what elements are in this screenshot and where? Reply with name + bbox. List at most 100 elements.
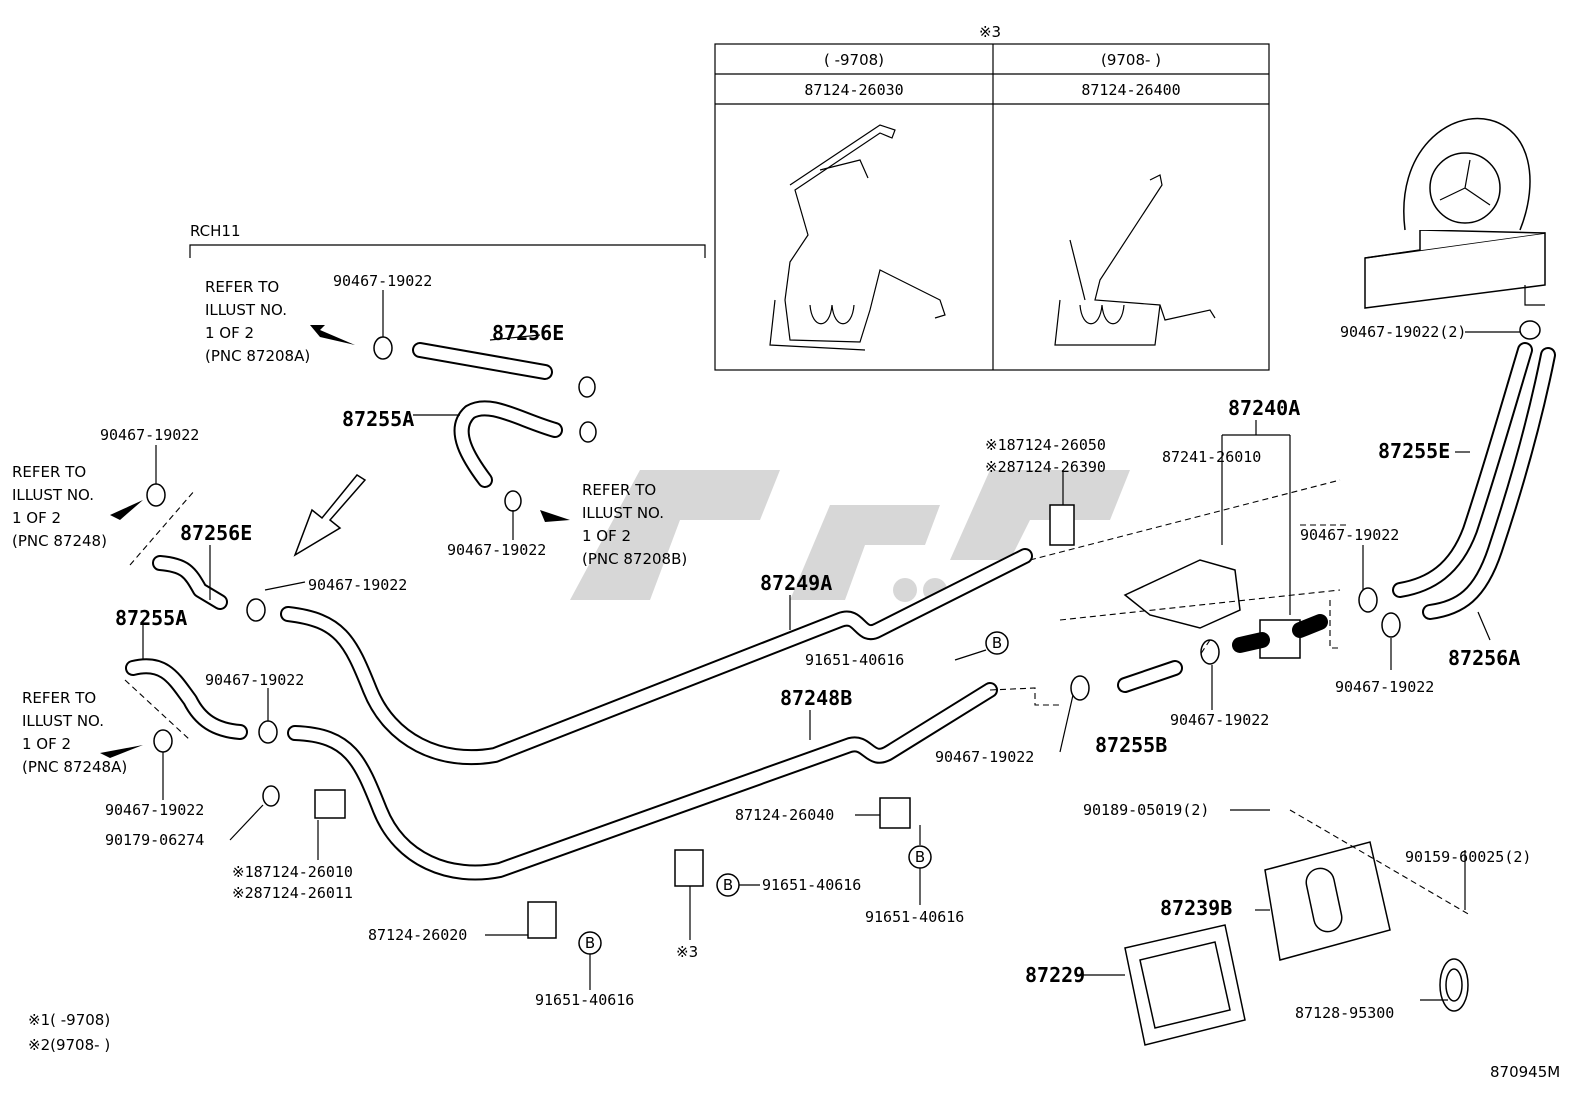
refer-text-2: REFER TO ILLUST NO. 1 OF 2 (PNC 87248) [12,463,107,550]
part-label: ※287124-26011 [232,884,353,902]
footnote-2: ※2(9708- ) [28,1036,110,1054]
clamp-icon [1358,587,1378,613]
part-label: 90467-19022 [1300,526,1399,544]
clamp-icon [1519,320,1541,340]
inset-frame [714,43,1270,371]
clamp-icon [579,421,597,443]
part-labels: 90467-19022 87256E 87255A 90467-19022 90… [100,272,1531,1022]
duct-87239B [1264,841,1391,961]
duct-87229 [1124,924,1246,1046]
clamp-icon [1381,612,1401,638]
part-label: ※187124-26010 [232,863,353,881]
part-label: 87241-26010 [1162,448,1261,466]
part-label: 87255A [115,606,187,630]
refer-arrows [100,325,570,758]
part-label: 90179-06274 [105,831,204,849]
inset-part-left: 87124-26030 [804,81,903,99]
bolt-markers: B B B B [578,631,1009,955]
refer-line: REFER TO [22,689,96,707]
clamp-icon [153,729,173,753]
refer-text-4: REFER TO ILLUST NO. 1 OF 2 (PNC 87248A) [22,689,127,776]
part-label: 90189-05019(2) [1083,801,1209,819]
clamp-icon [146,483,166,507]
part-label: 87255E [1378,439,1450,463]
hose-87255E [1392,342,1533,598]
bracket-drawing-right [1054,174,1216,346]
part-label: 90467-19022 [205,671,304,689]
bracket-icon [314,789,346,819]
part-label: 87255B [1095,733,1167,757]
inset-table: ※3 ( -9708) (9708- ) 87124-26030 87124-2… [714,23,1270,371]
water-valve-assembly [1123,559,1328,659]
inset-part-right: 87124-26400 [1081,81,1180,99]
bolt-mark-label: B [723,876,733,894]
part-label: ※287124-26390 [985,458,1106,476]
refer-line: REFER TO [205,278,279,296]
clamp-icon [246,598,266,622]
refer-line: ILLUST NO. [582,504,664,522]
refer-line: 1 OF 2 [205,324,254,342]
inset-range-right: (9708- ) [1101,51,1161,69]
part-label: 87255A [342,407,414,431]
hose-87255B [1117,660,1183,693]
refer-line: REFER TO [12,463,86,481]
refer-line: 1 OF 2 [582,527,631,545]
guide-lines [124,479,1471,916]
part-label: 90467-19022 [333,272,432,290]
refer-line: ILLUST NO. [12,486,94,504]
refer-text-1: REFER TO ILLUST NO. 1 OF 2 (PNC 87208A) [205,278,310,365]
clamp-icon [504,490,522,512]
refer-line: (PNC 87208B) [582,550,687,568]
refer-line: 1 OF 2 [22,735,71,753]
clamp-icon [578,376,596,398]
footnote-1: ※1( -9708) [28,1011,110,1029]
part-label: 87240A [1228,396,1300,420]
refer-line: (PNC 87208A) [205,347,310,365]
part-label: 90467-19022 [447,541,546,559]
clamp-icon [1070,675,1090,701]
refer-line: REFER TO [582,481,656,499]
part-label: ※187124-26050 [985,436,1106,454]
clamp-parts [146,320,1541,939]
refer-line: (PNC 87248A) [22,758,127,776]
part-label: 90467-19022 [308,576,407,594]
part-label: 90467-19022 [935,748,1034,766]
part-label: ※3 [676,943,698,961]
part-label: 90467-19022 [1170,711,1269,729]
part-label: 87128-95300 [1295,1004,1394,1022]
flow-arrow-icon [293,474,367,557]
part-label: 90467-19022(2) [1340,323,1466,341]
clamp-icon [258,720,278,744]
part-label: 91651-40616 [762,876,861,894]
bracket-icon [879,797,911,829]
bolt-marker-icon [985,631,1009,655]
bolt-mark-label: B [585,934,595,952]
hose-87255A-left [125,658,248,740]
clip-icon [262,785,280,807]
hose-87255A-top [453,400,563,488]
part-label: 90467-19022 [100,426,199,444]
refer-line: 1 OF 2 [12,509,61,527]
rch11-group: RCH11 [189,222,706,258]
figure-id: 870945M [1490,1063,1560,1081]
bolt-mark-label: B [915,848,925,866]
bracket-icon [1049,504,1075,546]
inset-note-mark: ※3 [979,23,1001,41]
heater-unit [1364,117,1546,309]
part-label: 87256E [180,521,252,545]
part-label: 87239B [1160,896,1232,920]
hose-87256E-left [152,555,228,610]
group-label: RCH11 [190,222,241,240]
bolt-mark-label: B [992,634,1002,652]
clamp-icon [373,336,393,360]
clamp-icon [1200,639,1220,665]
refer-line: ILLUST NO. [205,301,287,319]
inset-range-left: ( -9708) [824,51,884,69]
leader-lines [142,290,1520,1001]
part-label: 87124-26020 [368,926,467,944]
part-label: 91651-40616 [805,651,904,669]
bracket-drawing-left [769,124,946,351]
hose-87256E-top [412,342,553,380]
